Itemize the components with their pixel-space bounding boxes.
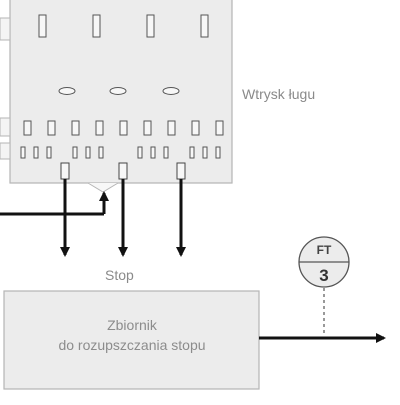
inlet-line <box>0 191 109 216</box>
upper-port <box>200 14 209 38</box>
tank-label-line2: do rozupszczania stopu <box>58 337 205 353</box>
tank-body <box>3 290 260 390</box>
smelt-flows <box>60 179 186 257</box>
stop-label: Stop <box>105 267 134 283</box>
upper-port <box>146 14 155 38</box>
lower-ports <box>20 146 221 159</box>
liquor-nozzle <box>162 87 180 95</box>
upper-port <box>38 14 47 38</box>
upper-port <box>92 14 101 38</box>
furnace-side-stub <box>0 142 11 160</box>
smelt-spout <box>60 162 70 180</box>
recovery-furnace <box>0 0 233 193</box>
middle-ports <box>23 120 224 136</box>
liquor-nozzle <box>109 87 127 95</box>
instrument-number: 3 <box>319 266 328 285</box>
injection-label: Wtrysk ługu <box>242 86 315 102</box>
smelt-spout <box>176 162 186 180</box>
instrument-type: FT <box>317 243 332 257</box>
smelt-spout <box>118 162 128 180</box>
tank-label-line1: Zbiornik <box>107 317 158 333</box>
furnace-side-stub <box>0 117 11 137</box>
furnace-hopper <box>87 182 119 193</box>
dissolving-tank: Zbiornik do rozupszczania stopu <box>3 290 260 390</box>
furnace-side-stub <box>0 17 11 41</box>
flow-transmitter: FT 3 <box>298 236 350 336</box>
liquor-nozzle <box>58 87 76 95</box>
